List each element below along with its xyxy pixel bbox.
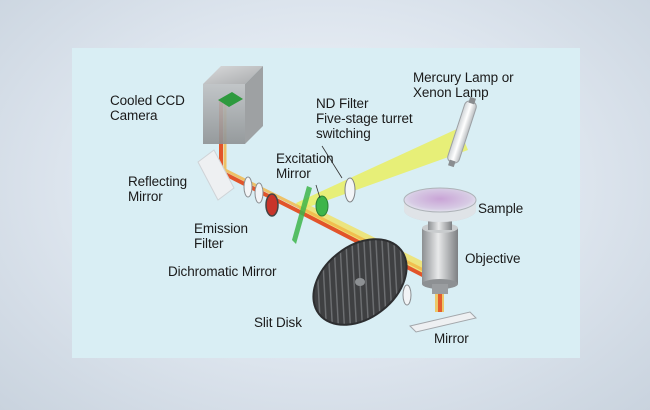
label-mirror: Mirror <box>434 331 469 346</box>
relay-lens-3 <box>402 284 412 306</box>
leader-nd-filter <box>321 145 343 179</box>
label-slit-disk: Slit Disk <box>254 315 302 330</box>
emission-filter-disc <box>265 193 279 217</box>
slit-disk <box>312 238 408 326</box>
nd-filter-lens <box>344 177 356 203</box>
label-excitation-mirror: Excitation Mirror <box>276 151 334 181</box>
sample-dish <box>403 187 477 222</box>
excitation-mirror-disc <box>315 195 329 217</box>
label-nd-filter: ND Filter Five-stage turret switching <box>316 96 413 141</box>
mercury-lamp <box>447 96 477 168</box>
label-emission-filter: Emission Filter <box>194 221 248 251</box>
relay-lens-1 <box>243 176 253 198</box>
label-reflecting-mirror: Reflecting Mirror <box>128 174 188 204</box>
label-sample: Sample <box>478 201 524 216</box>
cooled-ccd-camera <box>203 66 263 144</box>
leader-excitation-mirror <box>315 184 321 199</box>
excitation-beam <box>296 128 468 210</box>
reflecting-mirror <box>197 149 235 201</box>
label-dichromatic-mirror: Dichromatic Mirror <box>168 264 277 279</box>
objective <box>422 218 458 294</box>
relay-lens-2 <box>254 182 264 204</box>
label-objective: Objective <box>465 251 521 266</box>
bottom-mirror <box>409 311 477 333</box>
label-mercury-lamp: Mercury Lamp or Xenon Lamp <box>413 70 514 100</box>
dichromatic-mirror-plate <box>292 186 312 244</box>
label-cooled-ccd-camera: Cooled CCD Camera <box>110 93 185 123</box>
